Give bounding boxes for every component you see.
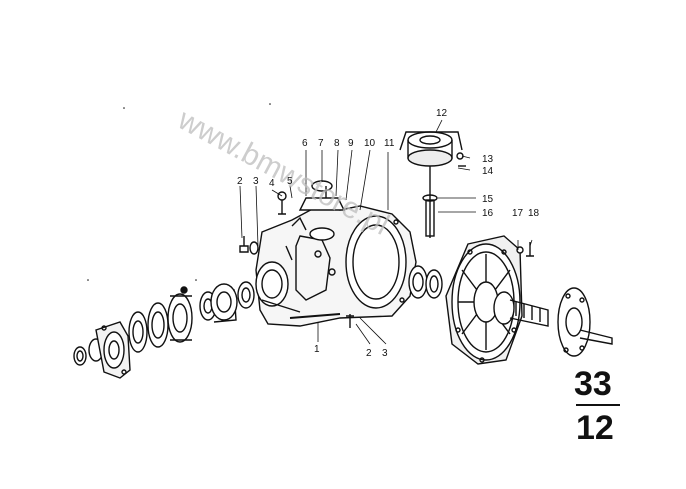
leader-lines bbox=[239, 119, 533, 345]
callout-2: 2 bbox=[237, 176, 243, 187]
callout-11: 11 bbox=[384, 138, 395, 149]
callout-12: 12 bbox=[436, 108, 448, 119]
callout-6: 6 bbox=[302, 138, 308, 149]
callout-4: 4 bbox=[269, 178, 275, 189]
callout-14: 14 bbox=[482, 166, 494, 177]
callout-17: 17 bbox=[512, 208, 524, 219]
callout-labels: 1 2 3 4 5 6 7 8 9 10 11 12 13 14 15 16 1… bbox=[237, 108, 540, 359]
callout-5: 5 bbox=[287, 176, 293, 187]
callout-9: 9 bbox=[348, 138, 354, 149]
callout-1: 1 bbox=[314, 344, 320, 355]
callout-2b: 2 bbox=[366, 348, 372, 359]
page-number-top: 33 bbox=[574, 365, 612, 403]
callout-3: 3 bbox=[253, 176, 259, 187]
side-seals bbox=[408, 265, 443, 299]
callout-10: 10 bbox=[364, 138, 376, 149]
callout-7: 7 bbox=[318, 138, 324, 149]
callout-18: 18 bbox=[528, 208, 540, 219]
output-shaft bbox=[493, 287, 613, 357]
page-number-bottom: 12 bbox=[576, 409, 614, 447]
specks bbox=[87, 103, 271, 281]
callout-16: 16 bbox=[482, 208, 494, 219]
callout-8: 8 bbox=[334, 138, 340, 149]
differential-housing bbox=[255, 205, 417, 327]
rubber-mount bbox=[399, 131, 466, 238]
callout-3b: 3 bbox=[382, 348, 388, 359]
bolts bbox=[239, 191, 534, 328]
pinion-bearing-stack bbox=[128, 281, 255, 353]
output-flange bbox=[73, 321, 131, 379]
callout-13: 13 bbox=[482, 154, 494, 165]
callout-15: 15 bbox=[482, 194, 494, 205]
watermark: www.bmwstore.pl bbox=[172, 103, 394, 242]
page-number-divider bbox=[576, 404, 620, 406]
